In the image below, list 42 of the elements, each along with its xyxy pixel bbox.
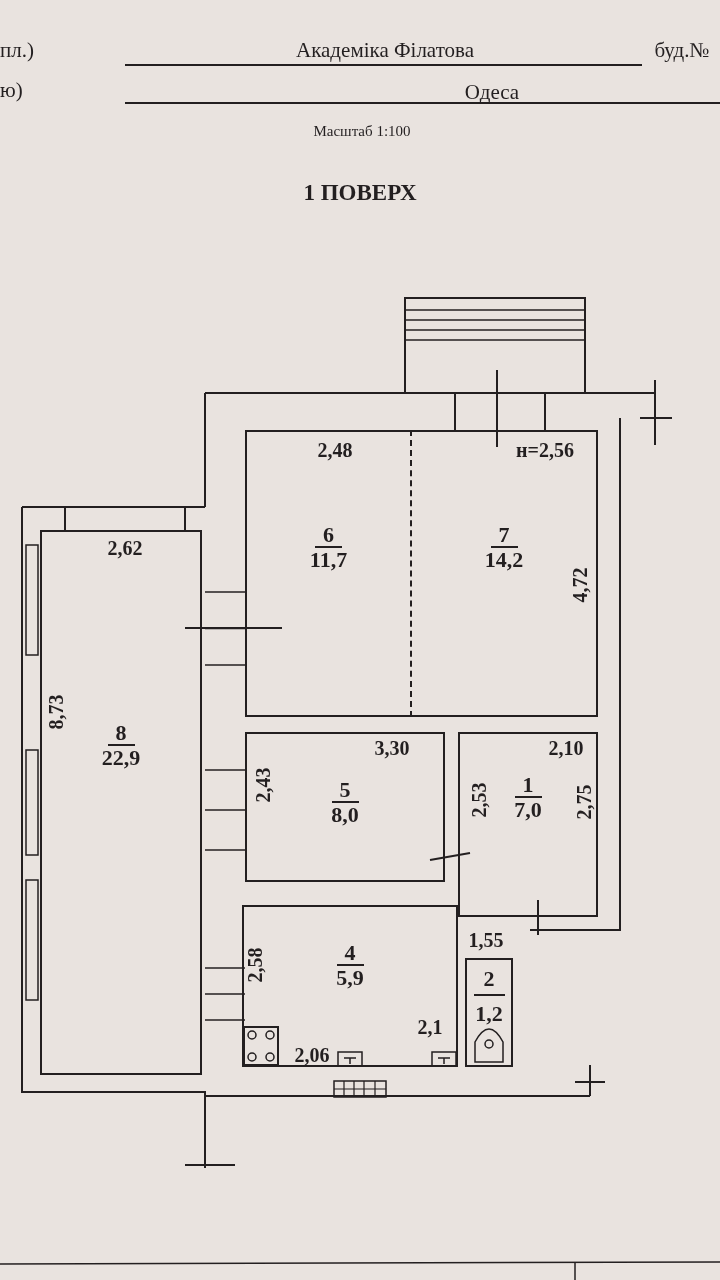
form-text: ю) — [0, 80, 23, 100]
title: 1 ПОВЕРХ — [303, 180, 417, 205]
room — [410, 430, 598, 717]
room-area: 7,0 — [514, 798, 542, 822]
dimension-label: 1,55 — [468, 930, 504, 950]
dimension-label: 2,43 — [253, 767, 273, 803]
room-number: 8 — [107, 722, 135, 746]
room-number: 5 — [331, 779, 359, 803]
form-text: буд.№ — [654, 40, 710, 60]
room-area: 14,2 — [484, 548, 524, 572]
dimension-label: 2,48 — [317, 440, 353, 460]
room-area: 5,9 — [336, 966, 364, 990]
room — [458, 732, 598, 917]
dimension-label: н=2,56 — [516, 440, 574, 460]
dimension-label: 4,72 — [570, 567, 590, 603]
room-area: 22,9 — [101, 746, 141, 770]
form-text: Одеса — [464, 82, 520, 102]
dimension-label: 2,10 — [548, 738, 584, 758]
room — [245, 732, 445, 882]
room-number: 1 — [514, 774, 542, 798]
room — [465, 958, 513, 1067]
room-number: 2 — [473, 968, 505, 996]
form-text: пл.) — [0, 40, 34, 60]
dimension-label: 8,73 — [46, 694, 66, 730]
dimension-label: 2,62 — [107, 538, 143, 558]
form-text: Масштаб 1:100 — [313, 122, 411, 141]
room — [40, 530, 202, 1075]
room-number: 4 — [336, 942, 364, 966]
room-area: 1,2 — [475, 1002, 503, 1026]
room — [242, 905, 458, 1067]
room-number: 6 — [315, 524, 342, 548]
dimension-label: 2,75 — [574, 784, 594, 820]
dimension-label: 3,30 — [374, 738, 410, 758]
dimension-label: 2,06 — [294, 1045, 330, 1065]
room — [245, 430, 410, 717]
form-text: Академіка Філатова — [296, 40, 474, 60]
room-area: 11,7 — [309, 548, 348, 572]
room-area: 8,0 — [331, 803, 359, 827]
dimension-label: 2,58 — [245, 947, 265, 983]
room-number: 7 — [490, 524, 518, 548]
dimension-label: 2,1 — [417, 1017, 443, 1037]
dimension-label: 2,53 — [469, 782, 489, 818]
